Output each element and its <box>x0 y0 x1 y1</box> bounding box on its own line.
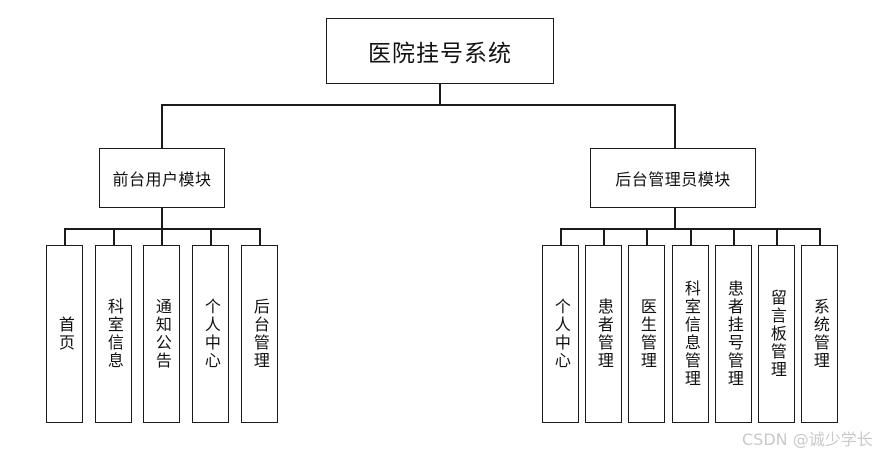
connector-admin-stem <box>674 207 676 229</box>
connector-front-c3 <box>210 228 212 246</box>
node-leaf-admin-2-label: 医生管理 <box>637 298 657 370</box>
node-module-front-label: 前台用户模块 <box>112 170 212 189</box>
node-leaf-front-3: 个人中心 <box>192 245 229 423</box>
connector-admin-bus <box>560 228 819 230</box>
node-leaf-front-4-label: 后台管理 <box>250 298 270 370</box>
node-leaf-admin-1-label: 患者管理 <box>594 298 614 370</box>
node-leaf-front-1: 科室信息 <box>95 245 132 423</box>
node-leaf-admin-0-label: 个人中心 <box>551 298 571 370</box>
node-leaf-front-4: 后台管理 <box>241 245 278 423</box>
connector-root-drop <box>439 84 441 106</box>
connector-admin-c1 <box>603 228 605 246</box>
node-leaf-front-2-label: 通知公告 <box>152 298 172 370</box>
node-leaf-admin-6-label: 系统管理 <box>810 298 830 370</box>
node-leaf-front-3-label: 个人中心 <box>201 298 221 370</box>
connector-front-c4 <box>259 228 261 246</box>
node-leaf-admin-3: 科室信息管理 <box>672 245 709 423</box>
node-leaf-admin-3-label: 科室信息管理 <box>681 280 701 388</box>
node-module-admin: 后台管理员模块 <box>590 148 756 208</box>
node-leaf-front-0: 首页 <box>46 245 83 423</box>
node-root: 医院挂号系统 <box>326 18 554 84</box>
connector-front-c0 <box>64 228 66 246</box>
node-leaf-admin-4-label: 患者挂号管理 <box>724 280 744 388</box>
node-leaf-admin-6: 系统管理 <box>801 245 838 423</box>
node-leaf-front-0-label: 首页 <box>55 316 75 352</box>
node-module-admin-label: 后台管理员模块 <box>615 170 731 189</box>
watermark: CSDN @诚少学长 <box>742 430 873 449</box>
connector-admin-drop <box>674 104 676 149</box>
node-leaf-admin-1: 患者管理 <box>585 245 622 423</box>
connector-front-c2 <box>161 228 163 246</box>
node-root-label: 医院挂号系统 <box>368 41 512 67</box>
node-leaf-admin-4: 患者挂号管理 <box>715 245 752 423</box>
connector-front-c1 <box>113 228 115 246</box>
node-leaf-front-1-label: 科室信息 <box>104 298 124 370</box>
node-leaf-admin-5-label: 留言板管理 <box>767 289 787 379</box>
node-leaf-front-2: 通知公告 <box>143 245 180 423</box>
node-leaf-admin-0: 个人中心 <box>542 245 579 423</box>
connector-admin-c0 <box>560 228 562 246</box>
node-leaf-admin-5: 留言板管理 <box>758 245 795 423</box>
connector-admin-c4 <box>733 228 735 246</box>
connector-admin-c5 <box>776 228 778 246</box>
connector-level1-bus <box>161 104 676 106</box>
node-module-front: 前台用户模块 <box>99 148 225 208</box>
connector-admin-c6 <box>819 228 821 246</box>
connector-front-drop <box>161 104 163 149</box>
connector-front-stem <box>161 207 163 229</box>
connector-admin-c2 <box>646 228 648 246</box>
connector-admin-c3 <box>690 228 692 246</box>
node-leaf-admin-2: 医生管理 <box>628 245 665 423</box>
